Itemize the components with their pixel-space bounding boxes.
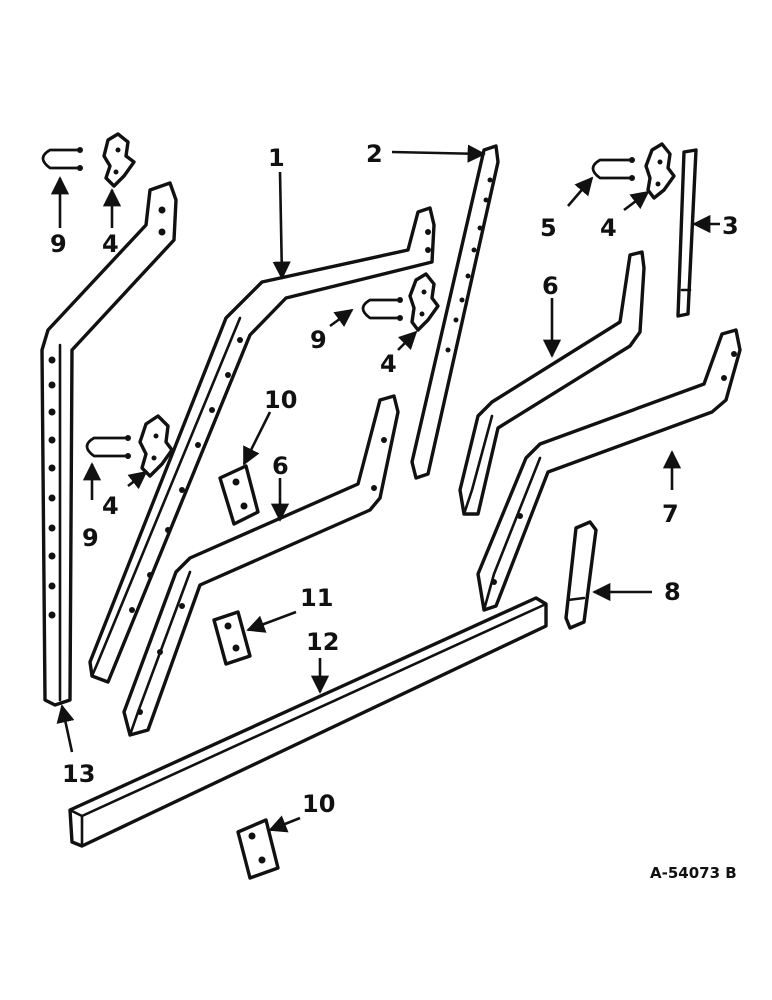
part-6-bar-left: [122, 394, 400, 737]
callout-10-lower: 10: [302, 790, 335, 818]
callout-6-right: 6: [542, 272, 559, 300]
callout-10-upper: 10: [264, 386, 297, 414]
part-7-bar: [476, 328, 742, 612]
part-2-bar: [410, 144, 500, 480]
part-10-plate-upper: [218, 464, 260, 526]
callout-1: 1: [268, 144, 285, 172]
callout-11: 11: [300, 584, 333, 612]
callout-9-left: 9: [82, 524, 99, 552]
part-8-block: [564, 520, 598, 630]
drawing-code: A-54073 B: [650, 864, 737, 882]
part-13-bar: [40, 181, 178, 707]
part-4-clamp-left: [138, 414, 174, 478]
callout-8: 8: [664, 578, 681, 606]
callout-5: 5: [540, 214, 557, 242]
part-10-plate-lower: [236, 818, 280, 880]
part-9-u-bolt-mid: [361, 297, 403, 321]
part-4-clamp-top: [102, 132, 136, 188]
callout-4-right: 4: [600, 214, 617, 242]
part-9-u-bolt-left: [85, 435, 131, 459]
part-1-bar: [88, 206, 436, 684]
part-11-plate: [212, 610, 252, 666]
callout-13: 13: [62, 760, 95, 788]
callout-3: 3: [722, 212, 739, 240]
callout-6-left: 6: [272, 452, 289, 480]
part-6-bar-right: [458, 250, 646, 516]
callout-4-top: 4: [102, 230, 119, 258]
callout-7: 7: [662, 500, 679, 528]
part-3-rod: [676, 148, 698, 318]
callout-4-mid: 4: [380, 350, 397, 378]
callout-12: 12: [306, 628, 339, 656]
callout-9-mid: 9: [310, 326, 327, 354]
callout-2: 2: [366, 140, 383, 168]
callout-9-top: 9: [50, 230, 67, 258]
part-9-u-bolt-top: [41, 147, 83, 171]
part-5-u-bolt: [591, 157, 635, 181]
part-12-bar: [68, 596, 548, 848]
part-4-clamp-right: [644, 142, 676, 200]
part-4-clamp-mid: [408, 272, 440, 332]
leader-arrows: [50, 144, 720, 833]
callout-4-left: 4: [102, 492, 119, 520]
